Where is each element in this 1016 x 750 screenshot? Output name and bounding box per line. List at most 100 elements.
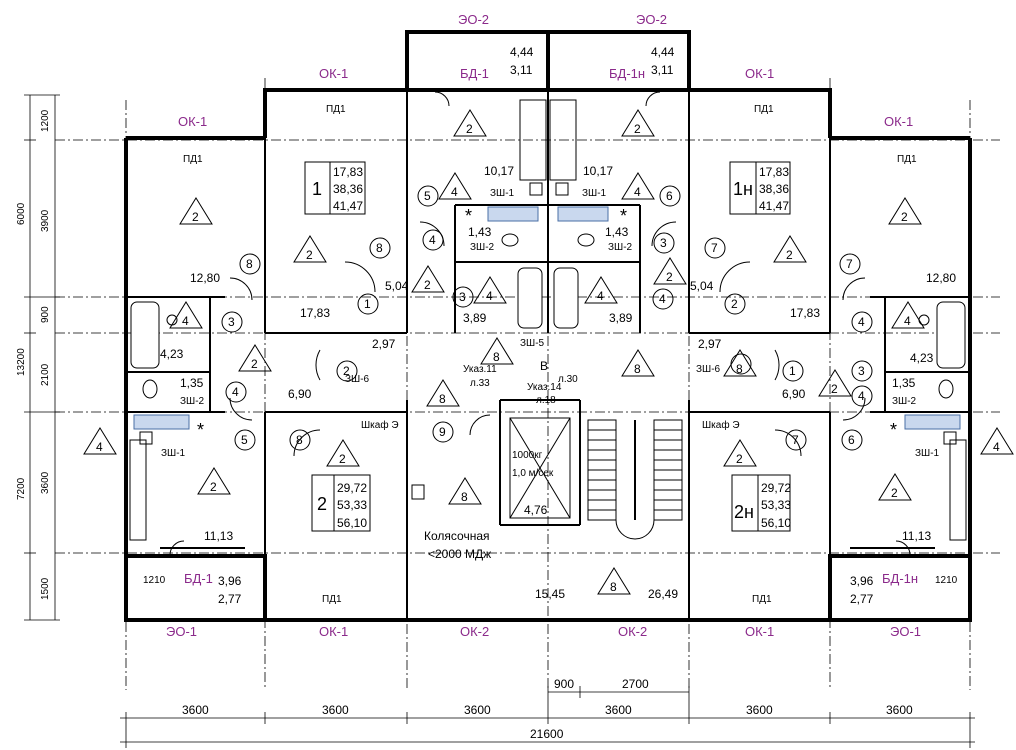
dim-bay-4: 3600 <box>605 703 632 717</box>
fan-mark-left: * <box>465 206 472 226</box>
circle-num: 4 <box>858 389 865 403</box>
zsh2-label: ЗШ-2 <box>470 242 495 253</box>
area-297-right: 2,97 <box>698 337 722 351</box>
zsh6-label: ЗШ-6 <box>345 374 370 385</box>
electrical-cabinet-label: Шкаф Э <box>702 419 740 431</box>
storage-icon <box>411 484 425 500</box>
tri-num: 8 <box>634 362 641 376</box>
circle-num: 7 <box>711 241 718 255</box>
label-ok1-top-c: ОК-1 <box>178 114 207 129</box>
tri-num: 2 <box>251 357 258 371</box>
area-2649: 26,49 <box>648 587 678 601</box>
tri-num: 2 <box>466 122 473 136</box>
pointer-14: Указ.14 <box>527 382 562 393</box>
dimension-texts: 3600 3600 3600 3600 3600 3600 21600 900 … <box>16 109 958 741</box>
circle-num: 1 <box>364 297 371 311</box>
label-eo1-right: ЭО-1 <box>890 624 921 639</box>
tri-num: 2 <box>210 480 217 494</box>
circle-num: 4 <box>858 315 865 329</box>
label-ok1-top-d: ОК-1 <box>884 114 913 129</box>
circle-num: 8 <box>246 257 253 271</box>
dim-v-3600: 3600 <box>40 471 51 494</box>
zsh2-label: ЗШ-2 <box>180 396 205 407</box>
tri-num: 8 <box>610 580 617 594</box>
circle-num: 3 <box>660 236 667 250</box>
circle-num: 9 <box>439 425 446 439</box>
tri-num: 2 <box>901 210 908 224</box>
zsh2-label: ЗШ-2 <box>892 396 917 407</box>
label-ok1-top-b: ОК-1 <box>745 66 774 81</box>
tri-num: 8 <box>439 392 446 406</box>
circle-num: 7 <box>792 433 799 447</box>
area-1280-left: 12,80 <box>190 271 220 285</box>
pointer-11: Указ.11 <box>463 364 497 375</box>
window-labels: ЭО-2 ЭО-2 ОК-1 ОК-1 ОК-1 ОК-1 БД-1 БД-1н… <box>166 12 921 639</box>
circle-num: 4 <box>429 233 436 247</box>
elevator-shaft <box>509 417 571 519</box>
electrical-cabinet-label: Шкаф Э <box>361 419 399 431</box>
tri-num: 8 <box>493 350 500 364</box>
balcony-area-br-b: 2,77 <box>850 592 874 606</box>
tri-num: 2 <box>306 248 313 262</box>
area-135-left: 1,35 <box>180 376 204 390</box>
tri-num: 4 <box>182 314 189 328</box>
circle-num: 5 <box>241 433 248 447</box>
section-mark-b: В <box>540 359 548 373</box>
window-openings <box>150 31 945 621</box>
apt1n-area-living: 17,83 <box>759 165 789 179</box>
circle-num: 3 <box>228 315 235 329</box>
label-eo2-left: ЭО-2 <box>458 12 489 27</box>
dim-bay-6: 3600 <box>886 703 913 717</box>
tri-num: 8 <box>461 490 468 504</box>
door-swings <box>169 91 911 556</box>
label-bd1n-bottom: БД-1н <box>882 571 918 586</box>
pd1-label: ПД1 <box>754 104 774 115</box>
dim-v-6000: 6000 <box>16 202 27 225</box>
tri-num: 2 <box>424 278 431 292</box>
area-690-right: 6,90 <box>782 387 806 401</box>
label-ok2-bottom-b: ОК-2 <box>618 624 647 639</box>
fan-mark-bl: * <box>197 420 204 440</box>
tri-num: 8 <box>736 362 743 376</box>
dim-v-1200: 1200 <box>40 109 51 132</box>
area-476: 4,76 <box>524 503 548 517</box>
apartment-number-2: 2 <box>317 494 327 514</box>
label-ok1-top-a: ОК-1 <box>319 66 348 81</box>
label-ok1-bottom-b: ОК-1 <box>745 624 774 639</box>
tri-num: 2 <box>831 382 838 396</box>
zsh1-label: ЗШ-1 <box>582 188 607 199</box>
apartment-number-2n: 2н <box>734 502 754 522</box>
apt2n-area-total: 53,33 <box>761 498 791 512</box>
apt1n-area-total: 38,36 <box>759 182 789 196</box>
zsh2-label: ЗШ-2 <box>608 242 633 253</box>
apt1n-area-gross: 41,47 <box>759 199 789 213</box>
label-bd1n-top: БД-1н <box>609 66 645 81</box>
circle-num: 6 <box>666 189 673 203</box>
circle-num: 2 <box>343 364 350 378</box>
pd1-label: ПД1 <box>183 154 203 165</box>
tri-num: 4 <box>96 440 103 454</box>
area-423-right: 4,23 <box>910 351 934 365</box>
tri-num: 4 <box>634 185 641 199</box>
apartment-info-boxes <box>304 161 791 532</box>
kitchen-counters <box>129 99 967 541</box>
tri-num: 2 <box>736 452 743 466</box>
area-1113-left: 11,13 <box>204 529 233 543</box>
dimension-lines <box>24 94 975 748</box>
dim-v-1500: 1500 <box>40 577 51 600</box>
tri-num: 2 <box>634 122 641 136</box>
circle-num: 7 <box>846 257 853 271</box>
floor-triangles <box>83 109 1014 595</box>
tri-num: 4 <box>904 314 911 328</box>
circle-num: 4 <box>232 385 239 399</box>
bathtubs <box>130 267 966 369</box>
pd1-label: ПД1 <box>322 594 342 605</box>
circle-num: 4 <box>659 292 666 306</box>
apt2n-area-living: 29,72 <box>761 481 791 495</box>
tri-num: 4 <box>486 289 493 303</box>
label-bd1-top: БД-1 <box>460 66 489 81</box>
dim-v-2100: 2100 <box>40 363 51 386</box>
pointer-sheet-18: л.18 <box>536 395 556 406</box>
dim-bay-2: 3600 <box>322 703 349 717</box>
lift-speed: 1,0 м/сек <box>512 468 554 479</box>
